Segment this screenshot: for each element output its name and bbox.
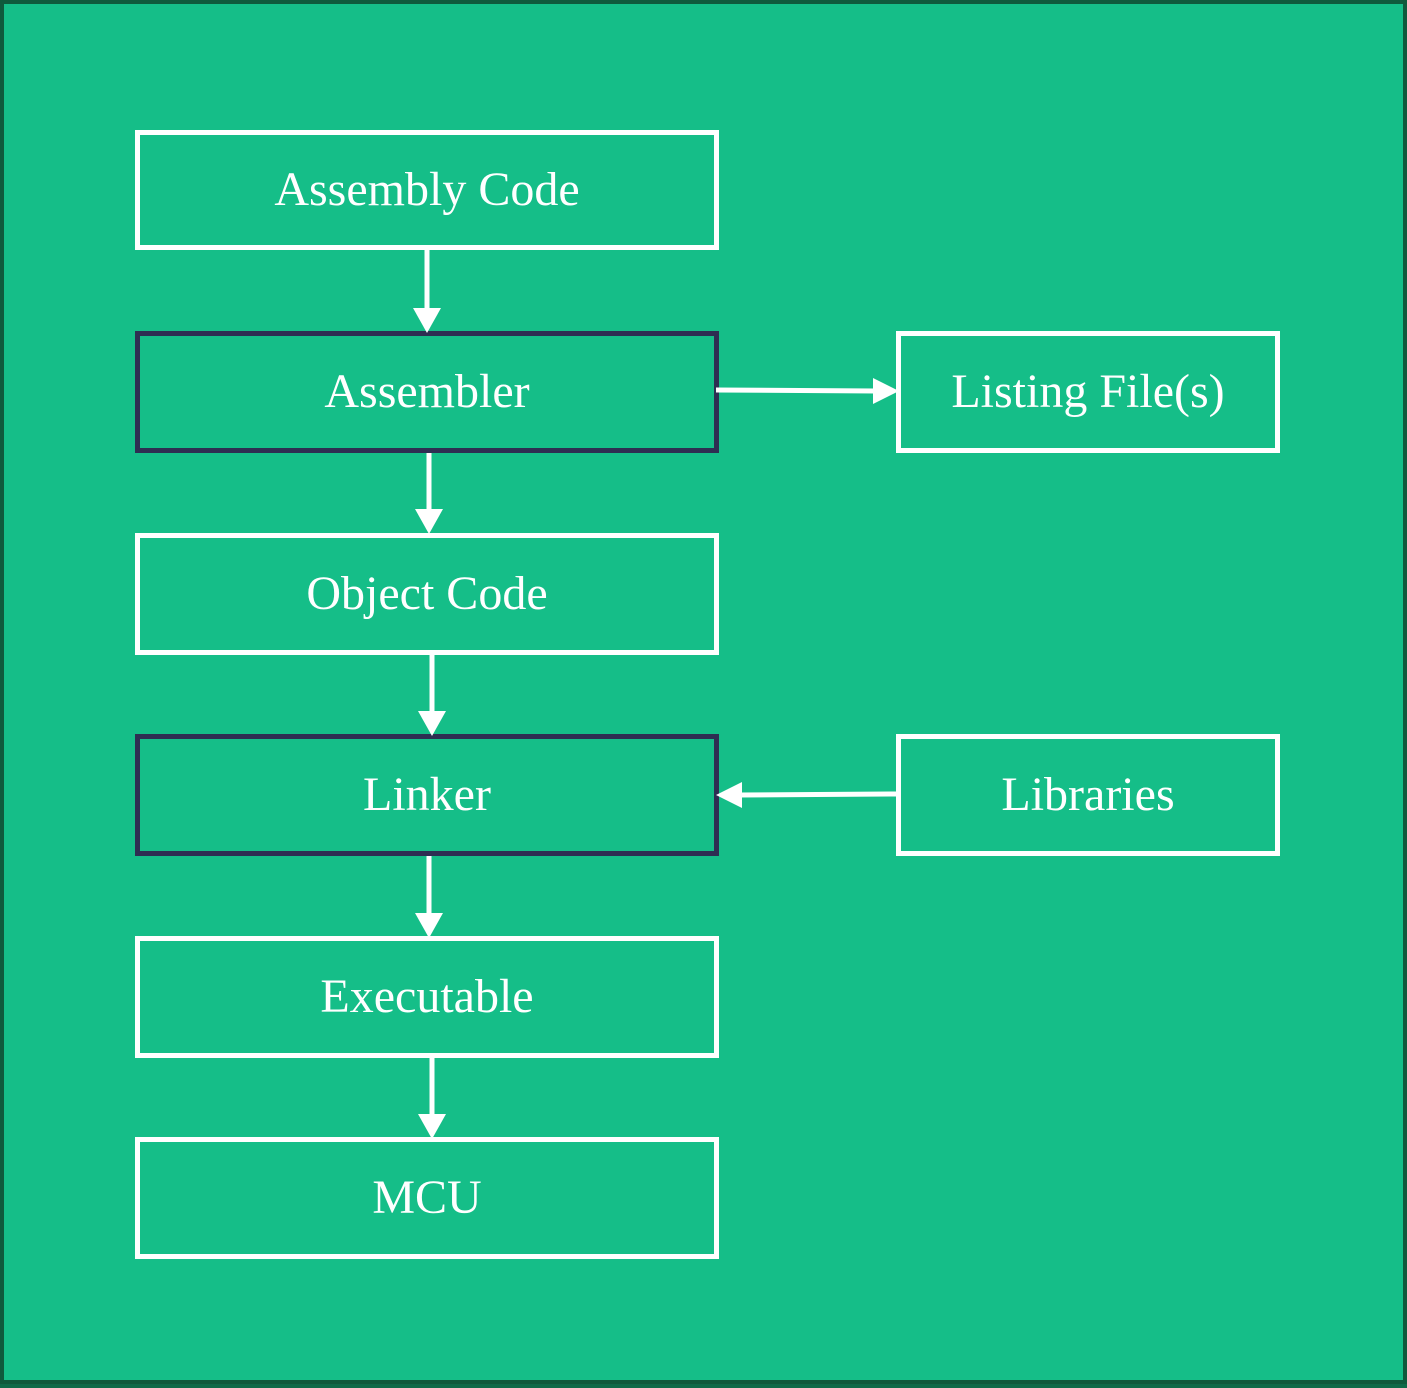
arrowhead-icon [415,913,443,938]
node-label: Assembly Code [274,163,580,216]
arrowhead-icon [415,509,443,534]
node-label: MCU [372,1171,482,1224]
node-linker: Linker [135,734,719,856]
node-libraries: Libraries [896,734,1280,856]
arrowhead-icon [413,308,441,333]
node-mcu: MCU [135,1137,719,1259]
node-label: Listing File(s) [951,365,1225,418]
node-listing-files: Listing File(s) [896,331,1280,453]
node-label: Object Code [306,567,548,620]
node-label: Libraries [1001,768,1175,821]
arrowhead-icon [716,782,742,808]
node-label: Executable [320,970,534,1023]
node-assembler: Assembler [135,331,719,453]
node-object-code: Object Code [135,533,719,655]
edge-assembler-to-listing [715,387,877,394]
node-label: Assembler [324,365,530,418]
arrowhead-icon [418,1114,446,1139]
edge-libraries-to-linker [738,791,897,798]
node-label: Linker [363,768,491,821]
arrowhead-icon [418,711,446,736]
node-assembly-code: Assembly Code [135,130,719,250]
node-executable: Executable [135,936,719,1058]
